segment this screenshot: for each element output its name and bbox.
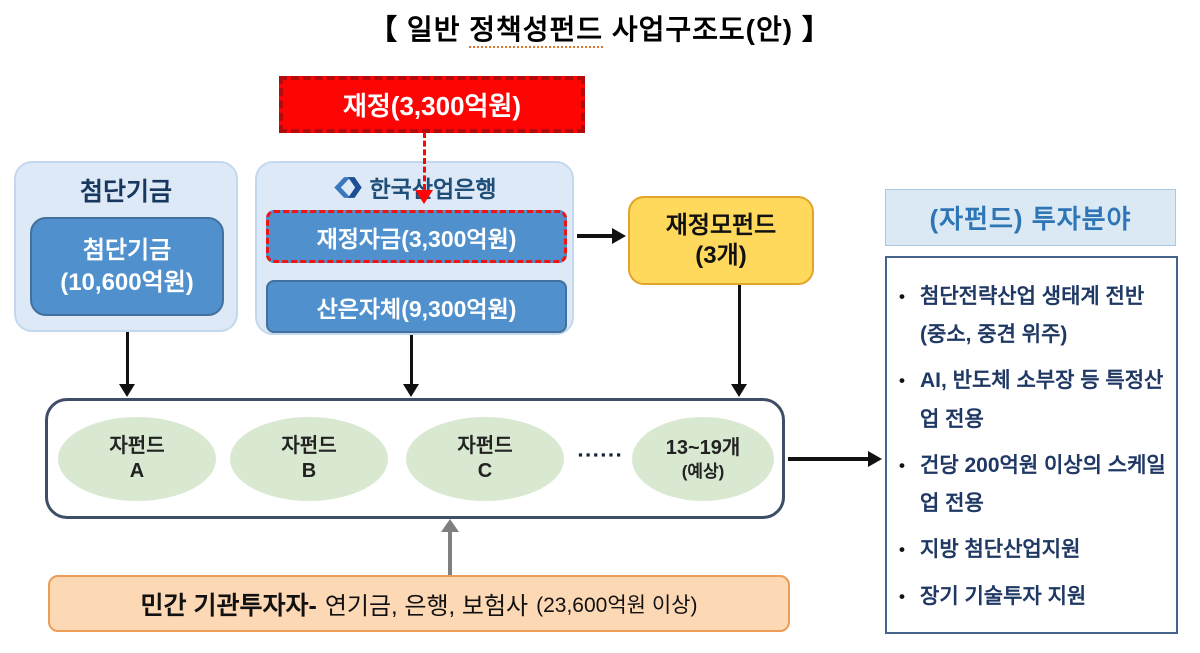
subfund-c-ellipse: 자펀드 C — [406, 417, 564, 501]
arrow-fiscal-to-motherfund-head — [612, 228, 626, 244]
subfund-count-ellipse: 13~19개 (예상) — [632, 417, 774, 501]
bullet-icon: • — [899, 287, 905, 306]
investment-area-item: • 지방 첨단산업지원 — [899, 531, 1170, 569]
investment-area-item: • 장기 기술투자 지원 — [899, 578, 1170, 616]
arrow-motherfund-down-line — [738, 285, 741, 386]
private-investors-types: 연기금, 은행, 보험사 — [324, 593, 529, 620]
arrow-investors-up-head — [441, 519, 459, 532]
kdb-bank-name: 한국산업은행 — [369, 176, 497, 202]
subfund-count-range: 13~19개 — [665, 436, 741, 459]
investment-area-text: 지방 첨단산업지원 — [920, 538, 1081, 562]
subfund-c-label: 자펀드 — [457, 435, 513, 457]
subfund-a-ellipse: 자펀드 A — [58, 417, 216, 501]
investment-area-item: • 첨단전략산업 생태계 전반 (중소, 중견 위주) — [899, 278, 1170, 354]
investment-areas-list: • 첨단전략산업 생태계 전반 (중소, 중견 위주) • AI, 반도체 소부장 … — [899, 278, 1170, 616]
cheomdan-fund-box: 첨단기금 (10,600억원) — [30, 217, 224, 316]
private-investors-label: 민간 기관투자자- — [140, 591, 317, 620]
private-investors-amount: (23,600억원 이상) — [536, 593, 698, 617]
title-suffix: 사업구조도(안) 】 — [603, 14, 831, 45]
kdb-logo-icon — [333, 175, 363, 200]
subfund-b-label: 자펀드 — [281, 435, 337, 457]
subfund-b-ellipse: 자펀드 B — [230, 417, 388, 501]
arrow-kdb-down-line — [410, 335, 413, 386]
fiscal-source-label: 재정(3,300억원) — [342, 91, 522, 121]
private-investors-box: 민간 기관투자자- 연기금, 은행, 보험사 (23,600억원 이상) — [48, 575, 790, 632]
investment-areas-box: • 첨단전략산업 생태계 전반 (중소, 중견 위주) • AI, 반도체 소부장 … — [885, 256, 1178, 634]
arrow-cheomdan-down-head — [119, 384, 135, 397]
title-prefix: 【 일반 — [369, 14, 470, 45]
investment-area-item: • 건당 200억원 이상의 스케일업 전용 — [899, 447, 1170, 523]
arrow-fiscal-to-motherfund-line — [577, 234, 613, 238]
cheomdan-fund-amount: (10,600억원) — [60, 268, 194, 296]
subfund-a-letter: A — [129, 460, 145, 482]
fiscal-source-box: 재정(3,300억원) — [279, 76, 585, 133]
arrow-investors-up-line — [448, 530, 452, 575]
mother-fund-box: 재정모펀드 (3개) — [628, 196, 814, 285]
kdb-own-funds-label: 산은자체(9,300억원) — [316, 295, 517, 322]
kdb-own-funds-box: 산은자체(9,300억원) — [266, 280, 567, 333]
arrow-subfund-to-invest-line — [788, 457, 870, 461]
mother-fund-name: 재정모펀드 — [665, 211, 777, 239]
investment-areas-title: (자펀드) 투자분야 — [929, 204, 1132, 234]
arrow-subfund-to-invest-head — [868, 450, 882, 467]
bullet-icon: • — [899, 586, 905, 606]
fiscal-dashed-arrow-line — [423, 132, 426, 190]
page-title: 【 일반 정책성펀드 사업구조도(안) 】 — [0, 8, 1200, 48]
bullet-icon: • — [899, 371, 905, 391]
arrow-kdb-down-head — [403, 384, 419, 397]
arrow-cheomdan-down-line — [126, 332, 129, 386]
bullet-icon: • — [899, 455, 905, 475]
subfund-a-label: 자펀드 — [109, 435, 165, 457]
subfund-c-letter: C — [477, 460, 493, 482]
mother-fund-count: (3개) — [695, 241, 747, 269]
subfund-count-note: (예상) — [681, 461, 725, 481]
dots-separator: ▪▪▪▪▪▪ — [578, 447, 624, 462]
investment-area-text: 첨단전략산업 생태계 전반 (중소, 중견 위주) — [920, 285, 1145, 347]
fiscal-dashed-arrow-head — [415, 190, 433, 204]
title-underlined-word: 정책성펀드 — [469, 14, 604, 45]
investment-area-item: • AI, 반도체 소부장 등 특정산업 전용 — [899, 362, 1170, 438]
kdb-group: 한국산업은행 재정자금(3,300억원) 산은자체(9,300억원) — [255, 161, 574, 335]
investment-area-text: 건당 200억원 이상의 스케일업 전용 — [920, 453, 1166, 516]
investment-area-text: 장기 기술투자 지원 — [920, 584, 1087, 608]
arrow-motherfund-down-head — [731, 384, 747, 397]
bullet-icon: • — [899, 540, 905, 560]
investment-areas-header: (자펀드) 투자분야 — [885, 189, 1176, 246]
subfund-b-letter: B — [301, 460, 317, 482]
investment-area-text: AI, 반도체 소부장 등 특정산업 전용 — [920, 369, 1164, 431]
cheomdan-fund-name: 첨단기금 — [82, 237, 172, 265]
kdb-fiscal-funds-label: 재정자금(3,300억원) — [316, 225, 517, 252]
cheomdan-fund-header: 첨단기금 — [79, 178, 172, 206]
cheomdan-fund-group: 첨단기금 첨단기금 (10,600억원) — [14, 161, 238, 332]
kdb-header: 한국산업은행 — [257, 163, 572, 204]
kdb-fiscal-funds-box: 재정자금(3,300억원) — [266, 210, 567, 263]
